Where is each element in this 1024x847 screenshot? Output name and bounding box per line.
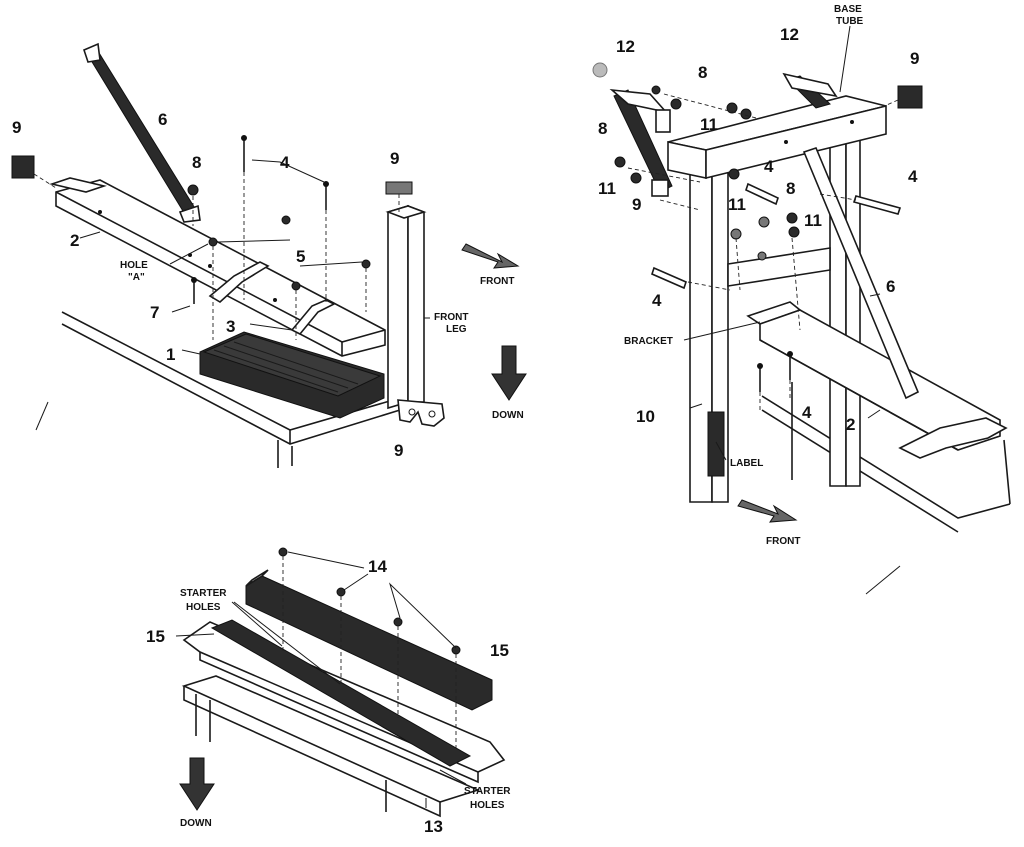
- bracket-label: BRACKET: [624, 336, 673, 347]
- brace-part-12: [609, 72, 838, 197]
- callout-3: 3: [226, 317, 235, 336]
- callout-10: 10: [636, 407, 655, 426]
- callout-12: 12: [780, 25, 799, 44]
- callout-4: 4: [280, 153, 290, 172]
- callout-5: 5: [296, 247, 305, 266]
- callout-9: 9: [632, 195, 641, 214]
- callout-9: 9: [12, 118, 21, 137]
- guide-lines-frame: [627, 93, 899, 410]
- bench-table-bottom: [181, 675, 481, 818]
- seat-pad-part-1: [199, 331, 385, 419]
- bolts-right: [651, 182, 902, 392]
- callout-11: 11: [804, 211, 822, 230]
- seat-strap-right: [898, 417, 1008, 459]
- pad-rail: [210, 619, 472, 767]
- hole-a-label-line2: "A": [128, 272, 145, 283]
- starter-holes-label-line2: HOLES: [186, 602, 221, 613]
- front-arrow-a: [461, 243, 520, 269]
- callout-7: 7: [150, 303, 159, 322]
- callout-2: 2: [846, 415, 855, 434]
- label-label: LABEL: [730, 458, 763, 469]
- callout-11: 11: [700, 115, 718, 134]
- down-label: DOWN: [180, 818, 212, 829]
- callout-8: 8: [192, 153, 201, 172]
- bolt-part-4: [241, 135, 329, 210]
- callout-4: 4: [802, 403, 812, 422]
- front-arrow-b: [737, 499, 798, 523]
- base-tube: [667, 95, 887, 180]
- hole-a-label-line1: HOLE: [120, 260, 148, 271]
- strap-part-6-right: [802, 147, 920, 400]
- leader-lines-backrest: [175, 551, 467, 808]
- callout-2: 2: [70, 231, 79, 250]
- callout-1: 1: [166, 345, 175, 364]
- screws-part-5-7-8: [187, 184, 371, 304]
- base-tube-label-line1: BASE: [834, 4, 862, 15]
- callout-8: 8: [786, 179, 795, 198]
- callout-14: 14: [368, 557, 387, 576]
- base-tube-part-2: [49, 177, 386, 357]
- backrest-view: [175, 547, 506, 818]
- frame-assembly-view: [592, 25, 1011, 595]
- starter-holes-label-line1: STARTER: [180, 588, 227, 599]
- label-sticker: [707, 411, 725, 477]
- callout-15: 15: [146, 627, 165, 646]
- callout-9: 9: [394, 441, 403, 460]
- strap-part-6: [83, 42, 201, 223]
- callout-8: 8: [598, 119, 607, 138]
- front-leg-label-line1: FRONT: [434, 312, 468, 323]
- callout-numbers: 6 9 8 4 9 2 5 7 3 1 9 12 12 9 8 11 8 11 …: [12, 25, 919, 836]
- seat-assembly-view: [11, 42, 527, 468]
- front-label: FRONT: [766, 536, 800, 547]
- callout-12: 12: [616, 37, 635, 56]
- leader-lines-frame: [683, 25, 881, 461]
- callout-4: 4: [652, 291, 662, 310]
- callout-4: 4: [908, 167, 918, 186]
- callout-6: 6: [886, 277, 895, 296]
- callout-11: 11: [598, 179, 616, 198]
- end-cap-part-9: [11, 155, 413, 195]
- text-labels: HOLE "A" FRONT FRONT LEG DOWN BASE TUBE …: [120, 4, 864, 829]
- callout-13: 13: [424, 817, 443, 836]
- front-leg-label-line2: LEG: [446, 324, 467, 335]
- callout-11: 11: [728, 195, 746, 214]
- guide-lines-backrest: [282, 556, 457, 748]
- base-tube-label-line2: TUBE: [836, 16, 864, 27]
- callout-8: 8: [698, 63, 707, 82]
- leader-lines-seat: [79, 159, 430, 355]
- callout-9: 9: [910, 49, 919, 68]
- callout-4: 4: [764, 157, 774, 176]
- front-leg: [385, 204, 445, 427]
- nuts-and-washers: [614, 85, 800, 261]
- guide-lines-seat: [33, 172, 400, 340]
- starter-holes-label-line1: STARTER: [464, 786, 511, 797]
- rail-part-15: [245, 569, 493, 711]
- end-cap-right: [592, 62, 923, 109]
- down-label: DOWN: [492, 410, 524, 421]
- callout-6: 6: [158, 110, 167, 129]
- down-arrow-a: [491, 345, 527, 401]
- callout-9: 9: [390, 149, 399, 168]
- seat-strap-part-3: [208, 261, 336, 336]
- callout-15: 15: [490, 641, 509, 660]
- bracket-and-tube-2: [746, 301, 1001, 451]
- down-arrow-b: [179, 757, 215, 811]
- bench-table: [35, 311, 401, 468]
- starter-holes-label-line2: HOLES: [470, 800, 505, 811]
- front-label: FRONT: [480, 276, 514, 287]
